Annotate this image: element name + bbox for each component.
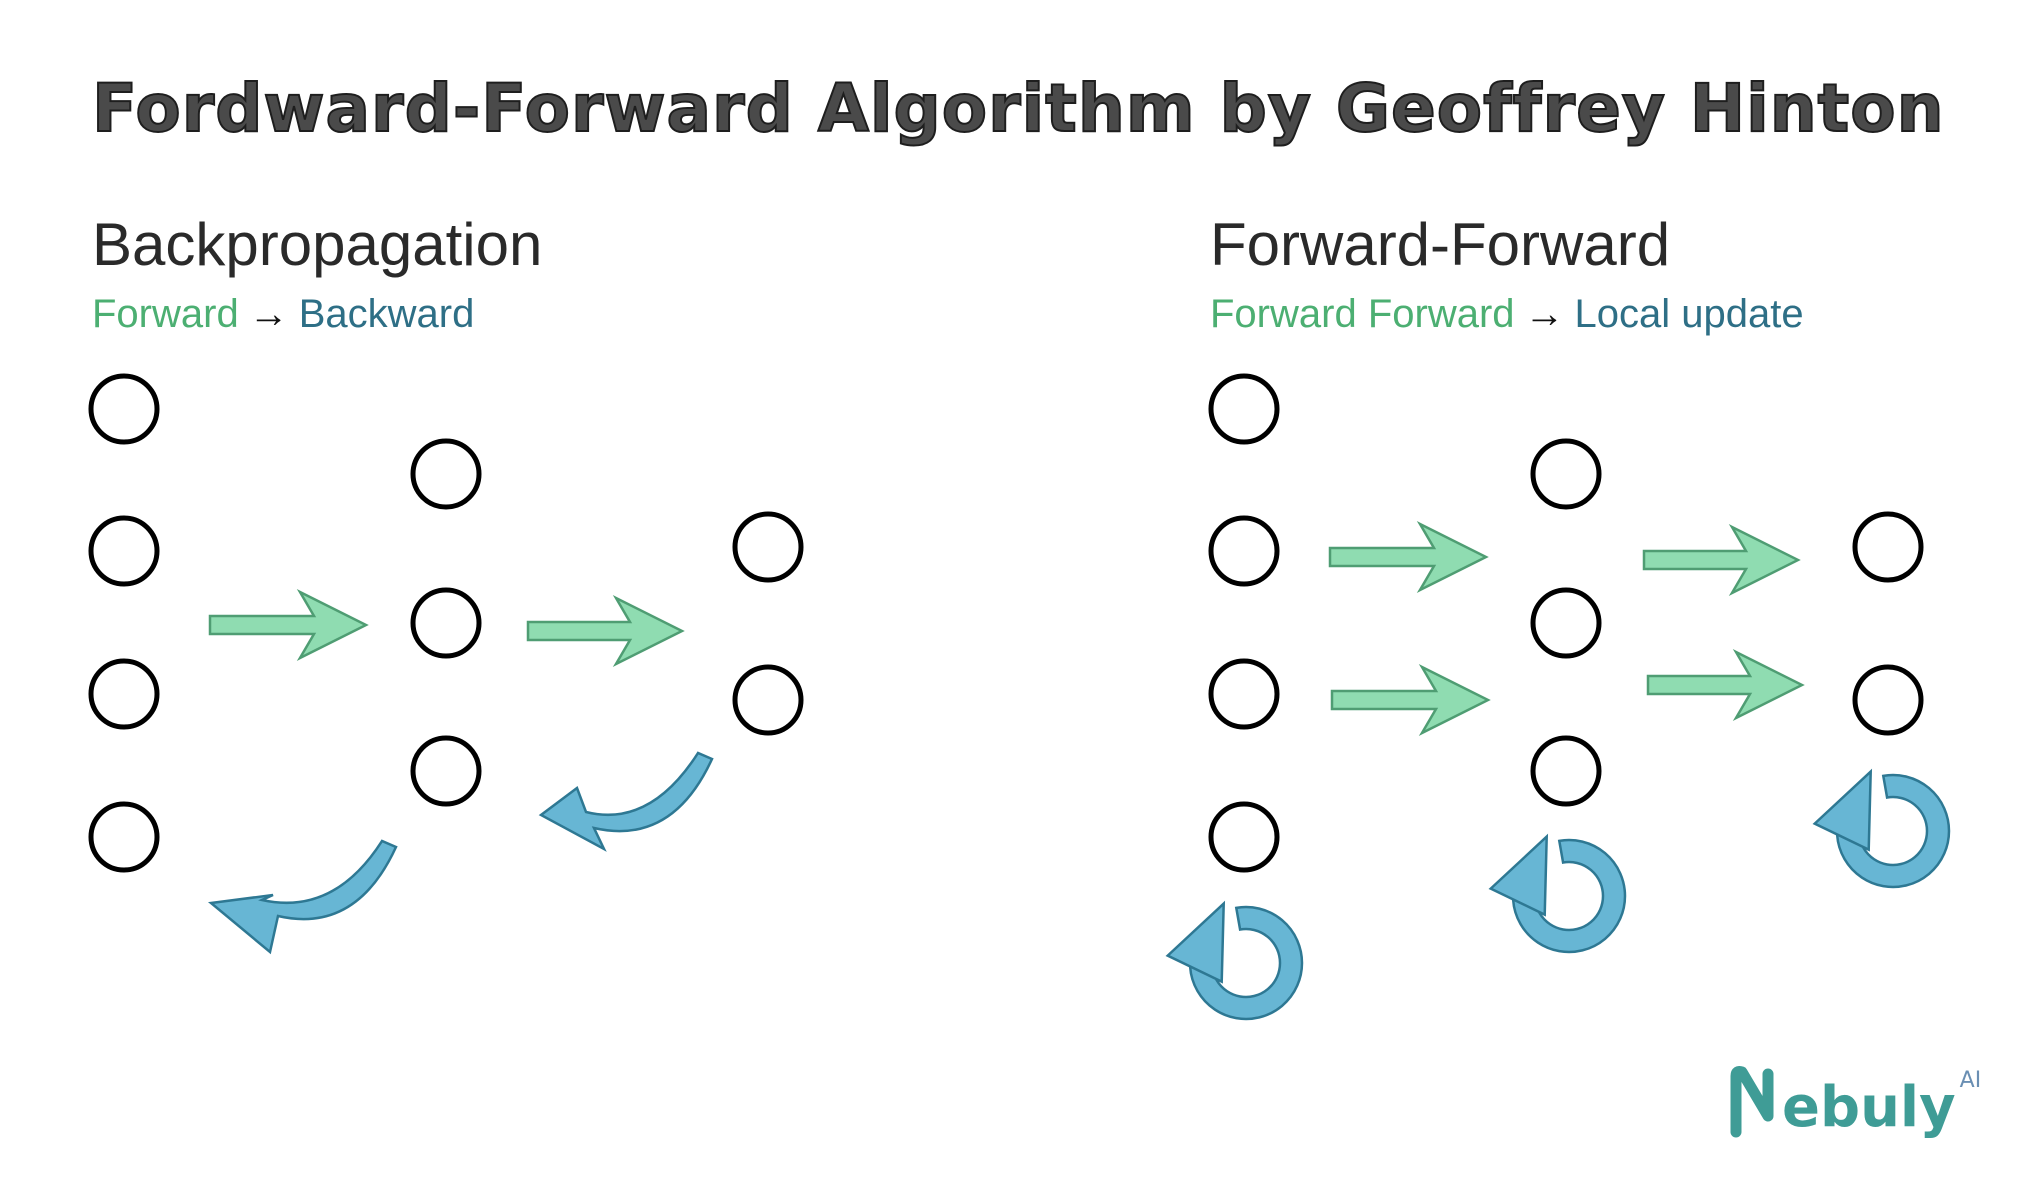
logo-text: ebuly [1782,1075,1956,1140]
ff-local-update-arrow-3-head [1812,768,1873,852]
backprop-node-l2-3 [410,735,482,807]
backprop-subtitle-backward: Backward [298,292,475,336]
forward-forward-node-l3-2 [1852,664,1924,736]
forward-forward-node-l3-1 [1852,511,1924,583]
ff-local-update-arrow-1-head [1165,900,1226,984]
ff-forward-arrow-3 [1642,524,1801,596]
forward-forward-subtitle: Forward Forward→Local update [1210,292,1804,337]
forward-forward-node-l1-3 [1208,658,1280,730]
forward-forward-node-l2-1 [1530,438,1602,510]
forward-forward-subtitle-forward: Forward Forward [1210,292,1515,336]
backprop-backward-arrow-2 [538,751,714,852]
backprop-node-l3-2 [732,664,804,736]
ff-local-update-arrow-2-head [1488,833,1549,917]
ff-forward-arrow-4 [1646,649,1805,721]
forward-forward-node-l1-1 [1208,373,1280,445]
logo-superscript: AI [1959,1068,1982,1093]
forward-forward-node-l1-2 [1208,515,1280,587]
backprop-subtitle-arrow: → [248,292,289,336]
backprop-backward-arrow-1 [207,839,398,955]
forward-forward-node-l2-3 [1530,735,1602,807]
ff-forward-arrow-2 [1330,664,1491,736]
forward-forward-node-l1-4 [1208,801,1280,873]
backprop-forward-arrow-2 [526,595,685,667]
forward-forward-title: Forward-Forward [1210,211,1671,278]
backprop-node-l1-1 [88,373,160,445]
backprop-node-l3-1 [732,511,804,583]
backprop-node-l2-1 [410,438,482,510]
forward-forward-subtitle-local: Local update [1574,292,1804,336]
backprop-node-l1-3 [88,658,160,730]
forward-forward-node-l2-2 [1530,587,1602,659]
page-title: Fordward-Forward Algorithm by Geoffrey H… [91,69,1945,148]
backprop-subtitle: Forward→Backward [92,292,474,337]
forward-forward-subtitle-arrow: → [1524,292,1565,336]
backprop-forward-arrow-1 [208,589,369,661]
nebuly-n-logo-icon [1730,1066,1774,1138]
backprop-node-l1-4 [88,801,160,873]
nebuly-logo: ebuly AI [1728,1060,1981,1140]
ff-forward-arrow-1 [1328,521,1489,593]
backprop-node-l1-2 [88,515,160,587]
backprop-node-l2-2 [410,587,482,659]
backprop-subtitle-forward: Forward [92,292,239,336]
backprop-title: Backpropagation [92,211,543,278]
